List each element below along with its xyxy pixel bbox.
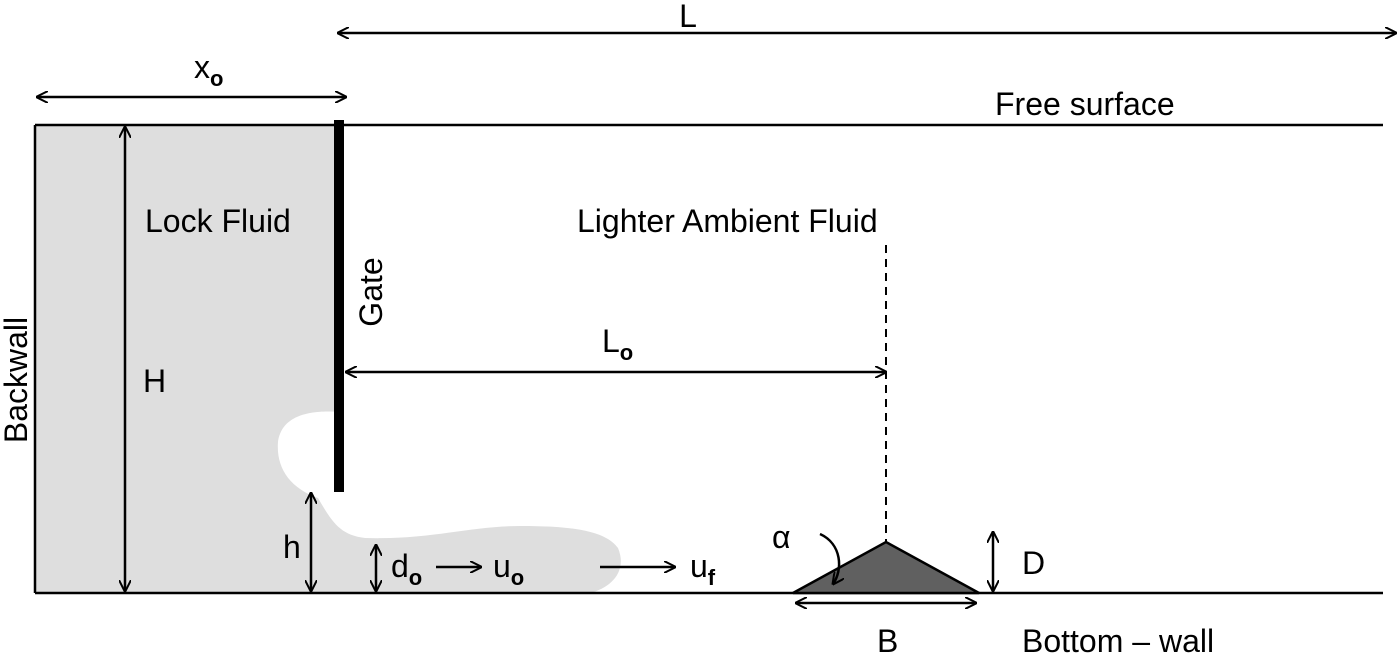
D-label: D (1022, 545, 1045, 581)
Lo-label: Lo (602, 323, 633, 365)
uo-label: uo (493, 548, 524, 590)
lock-fluid-label: Lock Fluid (145, 203, 291, 239)
lock-fluid-region (35, 125, 621, 593)
alpha-angle-arrow (819, 532, 839, 584)
uf-label-subscript: f (708, 565, 716, 590)
Lo-label-main: L (602, 323, 620, 359)
L-label: L (679, 0, 697, 34)
H-label: H (143, 363, 166, 399)
do-label-subscript: o (409, 565, 422, 590)
uf-label-main: u (690, 548, 708, 584)
alpha-label: α (772, 519, 791, 555)
uo-label-subscript: o (511, 565, 524, 590)
gate (334, 120, 344, 492)
h-label: h (283, 529, 301, 565)
Lo-label-subscript: o (620, 340, 633, 365)
uf-label: uf (690, 548, 716, 590)
do-label: do (391, 548, 422, 590)
triangular-obstacle (792, 540, 980, 595)
B-label: B (877, 623, 898, 659)
bottom-wall-label: Bottom – wall (1022, 623, 1214, 659)
uo-label-main: u (493, 548, 511, 584)
backwall-label: Backwall (0, 317, 34, 443)
do-label-main: d (391, 548, 409, 584)
xo-label-subscript: o (210, 66, 223, 91)
xo-label: xo (194, 49, 223, 91)
free-surface-label: Free surface (995, 86, 1175, 122)
xo-label-main: x (194, 49, 210, 85)
gate-label: Gate (353, 257, 389, 326)
ambient-fluid-label: Lighter Ambient Fluid (577, 203, 878, 239)
